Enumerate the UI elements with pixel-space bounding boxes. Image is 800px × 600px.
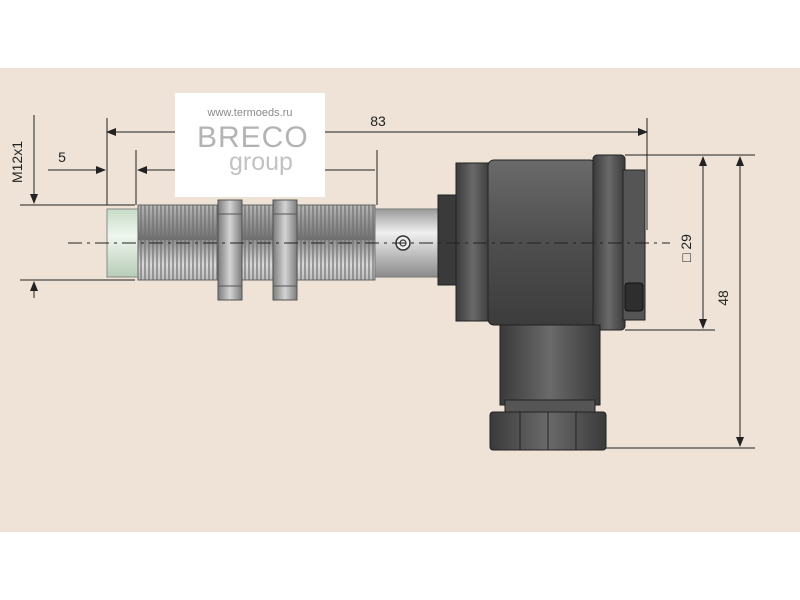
- dim-sensing-face-label: 5: [58, 149, 66, 165]
- watermark-logo: www.termoeds.ru BRECO group: [175, 93, 325, 197]
- cable-outlet: [499, 324, 601, 406]
- dim-connector-height-label: 48: [715, 290, 731, 306]
- dim-connector-height: 48: [606, 154, 755, 449]
- dim-thread: M12x1: [9, 115, 135, 298]
- lock-nut-right: [272, 199, 298, 301]
- watermark-tagline: group: [229, 148, 293, 176]
- lock-nut-left: [217, 199, 243, 301]
- dim-overall-length-label: 83: [370, 113, 386, 129]
- dim-connector-square: □ 29: [625, 154, 715, 331]
- dim-connector-square-label: □ 29: [678, 234, 694, 262]
- connector-screw: [624, 282, 644, 312]
- sensor-body: [106, 204, 441, 281]
- connector-housing: [437, 154, 646, 451]
- dim-thread-label: M12x1: [9, 141, 25, 183]
- watermark-url: www.termoeds.ru: [207, 107, 293, 119]
- drawing-panel: [0, 68, 800, 532]
- watermark-brand: BRECO: [197, 121, 309, 154]
